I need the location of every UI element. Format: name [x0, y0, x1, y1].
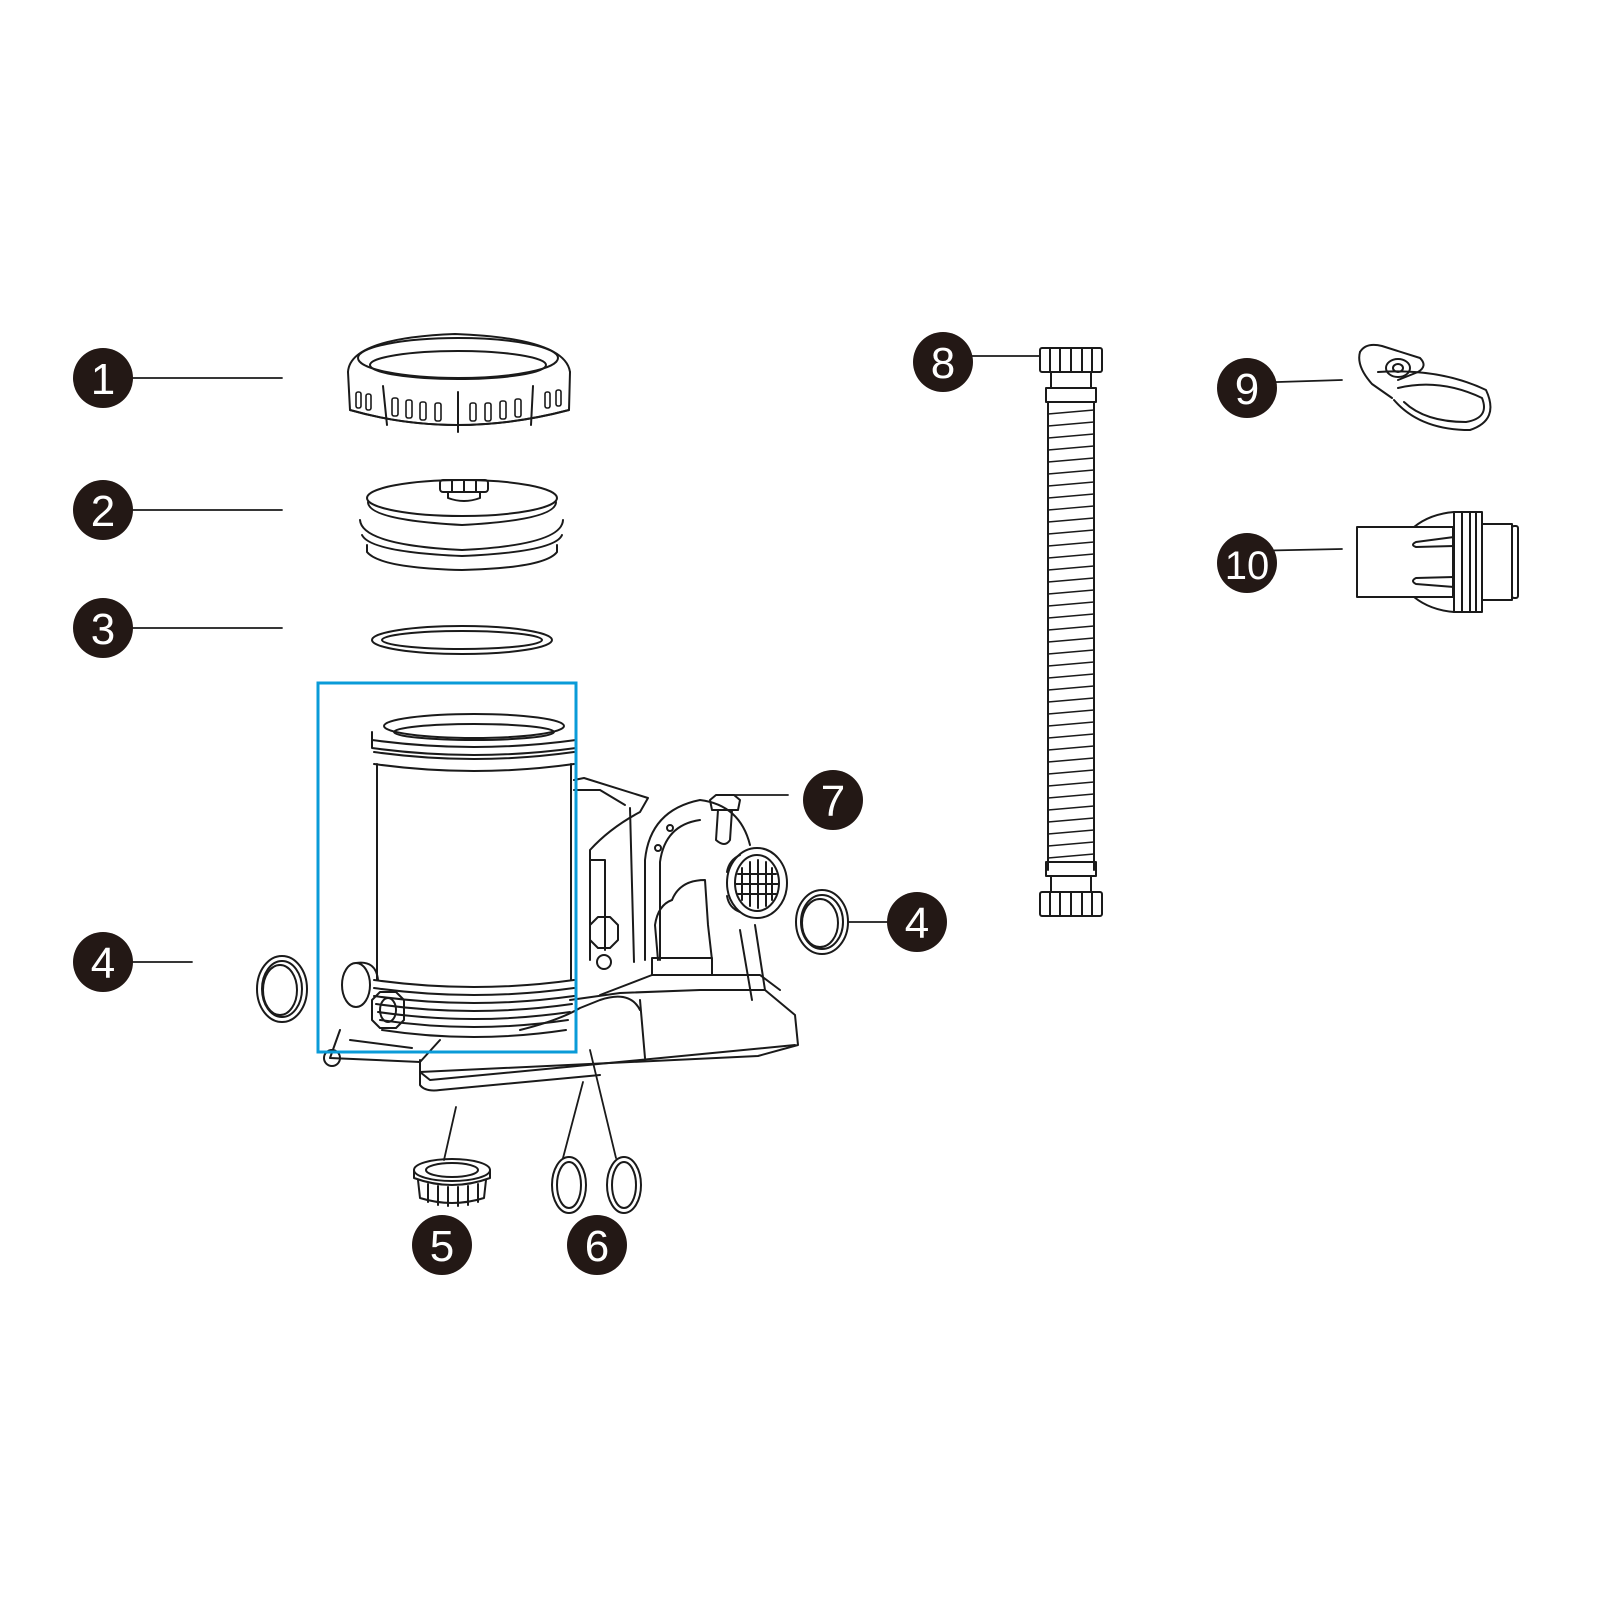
part-drain-o-rings — [551, 1156, 642, 1214]
part-locking-ring — [347, 333, 571, 433]
part-o-ring-left — [256, 955, 308, 1023]
callout-5: 5 — [412, 1215, 472, 1275]
callout-badge — [412, 1215, 472, 1275]
callout-number: 9 — [1235, 365, 1259, 414]
callout-badge — [73, 932, 133, 992]
callout-4-left: 4 — [73, 932, 133, 992]
part-drain-plug — [413, 1158, 491, 1207]
leader-lines — [129, 355, 1343, 1161]
callout-9: 9 — [1217, 358, 1277, 418]
callout-badge — [73, 598, 133, 658]
callout-badge — [73, 480, 133, 540]
part-cover-o-ring — [371, 625, 553, 655]
callout-1: 1 — [73, 348, 133, 408]
callout-number: 2 — [91, 487, 115, 536]
callout-badge — [1217, 358, 1277, 418]
callout-7: 7 — [803, 770, 863, 830]
callout-4-right: 4 — [887, 892, 947, 952]
callout-number: 4 — [91, 939, 115, 988]
callout-number: 6 — [585, 1222, 609, 1271]
callout-badge — [73, 348, 133, 408]
callout-badge — [567, 1215, 627, 1275]
callout-2: 2 — [73, 480, 133, 540]
part-connection-hose — [1039, 347, 1103, 917]
callout-number: 1 — [91, 355, 115, 404]
callout-badge — [803, 770, 863, 830]
part-filter-housing — [323, 713, 577, 1067]
callout-badge — [887, 892, 947, 952]
callout-3: 3 — [73, 598, 133, 658]
part-o-ring-right — [795, 889, 849, 955]
part-strainer-connector — [1356, 511, 1519, 613]
callout-number: 5 — [430, 1222, 454, 1271]
part-pump-body — [419, 777, 799, 1092]
callout-number: 4 — [905, 899, 929, 948]
callout-badge — [1217, 533, 1277, 593]
highlight-box — [316, 681, 578, 1054]
callout-10: 10 — [1217, 533, 1277, 593]
callout-8: 8 — [913, 332, 973, 392]
callout-badge — [913, 332, 973, 392]
callout-6: 6 — [567, 1215, 627, 1275]
callout-number: 7 — [821, 777, 845, 826]
callout-number: 10 — [1225, 544, 1270, 588]
callout-number: 8 — [931, 339, 955, 388]
part-filter-cover — [359, 479, 564, 571]
callout-number: 3 — [91, 605, 115, 654]
part-hose-clamp — [1358, 343, 1492, 431]
